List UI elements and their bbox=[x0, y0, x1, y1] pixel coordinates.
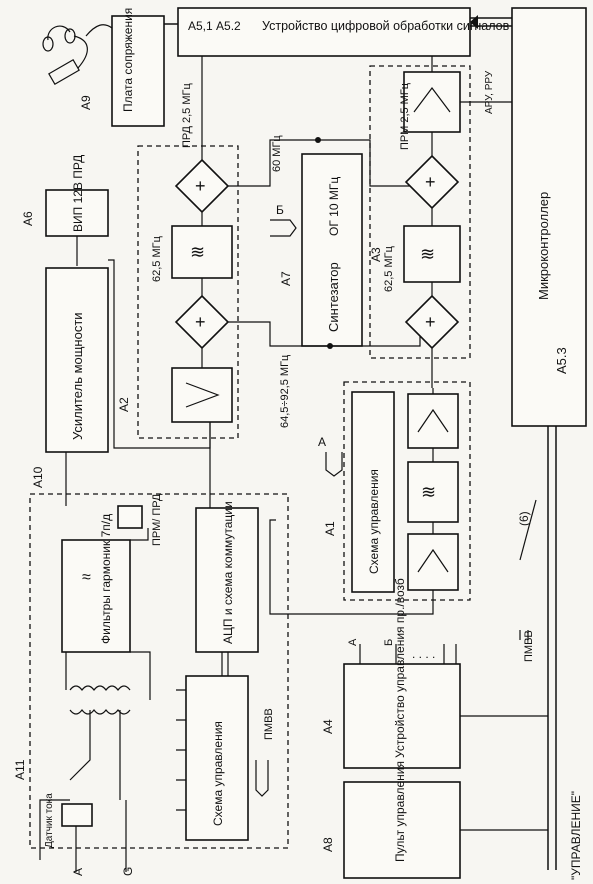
terminal-g-label: G bbox=[121, 867, 135, 876]
a10-ref: А10 bbox=[31, 466, 45, 488]
adc-label: АЦП и схема коммутации bbox=[221, 501, 235, 644]
a3-ref: А3 bbox=[369, 247, 383, 262]
filter-wave-icon: ≋ bbox=[421, 482, 436, 502]
rx-tx-device-block bbox=[343, 663, 461, 769]
bus6-label: (6) bbox=[517, 511, 531, 526]
microcontroller-block bbox=[511, 7, 587, 427]
out-b-label: Б bbox=[383, 639, 395, 646]
out-a-label: А bbox=[347, 638, 359, 646]
ctrl-a11-label: Схема управления bbox=[211, 721, 225, 826]
dsp-title: Устройство цифровой обработки сигналов bbox=[262, 19, 510, 33]
pmvv-arrow-icon bbox=[519, 630, 529, 640]
synth-lo-line bbox=[228, 321, 421, 347]
a7-ref: А7 bbox=[279, 271, 293, 286]
interface-board-label: Плата сопряжения bbox=[121, 8, 135, 112]
terminal-a-label: А bbox=[71, 868, 85, 876]
a6-ref: А6 bbox=[21, 211, 35, 226]
plus-icon: + bbox=[195, 176, 206, 196]
a9-ref: А9 bbox=[79, 95, 93, 110]
a-arrow-icon bbox=[325, 452, 343, 477]
a11-group bbox=[29, 493, 289, 849]
a11-ctrl-arrows bbox=[176, 689, 186, 811]
a53-ref: А5.3 bbox=[554, 347, 569, 374]
headset-to-board-wire bbox=[85, 24, 113, 37]
a1-chain bbox=[269, 388, 434, 615]
relay-label: ПРМ/ ПРД bbox=[151, 493, 163, 546]
a3-freq-label: 62,5 МГц bbox=[383, 245, 395, 292]
pmvv-bus-label: ПМВВ bbox=[523, 630, 535, 662]
filters-label: Фильтры гармоник 7п/д bbox=[99, 514, 113, 644]
a2-ref: А2 bbox=[117, 397, 131, 412]
interface-board-block bbox=[111, 15, 165, 127]
dsp-ref-label: А5,1 А5.2 bbox=[188, 19, 241, 33]
a1-ref: А1 bbox=[323, 521, 337, 536]
transformer-coil-icon bbox=[69, 685, 131, 691]
a1-group bbox=[343, 381, 471, 601]
node-dot bbox=[315, 137, 321, 143]
prm-label: ПРМ 2,5 МГц bbox=[399, 82, 411, 150]
amp-symbol-icon bbox=[413, 87, 451, 113]
plus-icon: + bbox=[425, 312, 436, 332]
filter-wave-icon: ≋ bbox=[190, 242, 205, 262]
a11-control-block bbox=[185, 675, 249, 841]
current-sensor-label: Датчик тока bbox=[44, 793, 55, 848]
a2-group bbox=[137, 145, 239, 439]
dots-label: . . . . bbox=[412, 647, 435, 661]
og-label: ОГ 10 МГц bbox=[327, 177, 341, 236]
a11-ref: А11 bbox=[13, 759, 27, 780]
a8-ref: А8 bbox=[321, 837, 335, 852]
f64-92-label: 64,5÷92,5 МГц bbox=[279, 354, 291, 428]
filter-wave-icon: ≈ bbox=[82, 569, 91, 586]
current-sensor-block bbox=[61, 803, 93, 827]
a4-ref: А4 bbox=[321, 719, 335, 734]
control-bus bbox=[547, 426, 557, 870]
b-arrow-icon bbox=[270, 219, 297, 237]
agc-label: АРУ, РРУ bbox=[484, 70, 495, 114]
bus-tick bbox=[519, 499, 537, 561]
dsp-block bbox=[177, 7, 471, 57]
ctrl-a1-label: Схема управления bbox=[367, 469, 381, 574]
a1-amp-bottom bbox=[407, 533, 459, 591]
power-amp-block bbox=[45, 267, 109, 453]
a1-amp-top bbox=[407, 393, 459, 449]
amp-symbol-icon bbox=[417, 548, 449, 573]
filter-wave-icon: ≋ bbox=[420, 244, 435, 264]
filters-block bbox=[61, 539, 131, 653]
plus-icon: + bbox=[425, 172, 436, 192]
f60-label: 60 МГц bbox=[271, 135, 283, 172]
dsp-mc-bus-arrow bbox=[470, 15, 478, 29]
node-dot bbox=[327, 343, 333, 349]
power-amp-label: Усилитель мощности bbox=[70, 312, 85, 440]
a2-freq-label: 62,5 МГц bbox=[151, 235, 163, 282]
a-mid-label: А bbox=[318, 435, 326, 449]
headset-icon bbox=[42, 25, 88, 86]
plus-icon: + bbox=[195, 312, 206, 332]
amp-symbol-icon bbox=[185, 382, 220, 408]
vip-label: ВИП 12В ПРД bbox=[71, 155, 85, 232]
adc-ctrl-link bbox=[221, 652, 229, 676]
prd-label: ПРД 2,5 МГц bbox=[181, 83, 193, 148]
pmvv-a11-arrow-icon bbox=[255, 760, 269, 797]
a3-amplifier bbox=[403, 71, 461, 133]
pmvv-a11-label: ПМВВ bbox=[263, 708, 275, 740]
a11-wiring bbox=[39, 528, 151, 860]
transformer-coil-icon bbox=[69, 709, 131, 715]
relay-block bbox=[117, 505, 143, 529]
control-label: "УПРАВЛЕНИЕ" bbox=[569, 791, 583, 880]
synth-label: Синтезатор bbox=[326, 262, 341, 332]
b-top-label: Б bbox=[276, 203, 284, 217]
a1-control-block bbox=[351, 391, 395, 593]
amp-symbol-icon bbox=[417, 408, 449, 433]
rx-tx-device-label: Устройство управления пр./возб bbox=[393, 578, 407, 758]
adc-block bbox=[195, 507, 259, 653]
a4-outputs bbox=[359, 644, 457, 664]
terminal-wires bbox=[75, 800, 127, 872]
microcontroller-label: Микроконтроллер bbox=[536, 192, 551, 300]
panel-label: Пульт управления bbox=[393, 761, 407, 862]
a3-group bbox=[369, 65, 471, 359]
a2-amplifier bbox=[171, 367, 233, 423]
